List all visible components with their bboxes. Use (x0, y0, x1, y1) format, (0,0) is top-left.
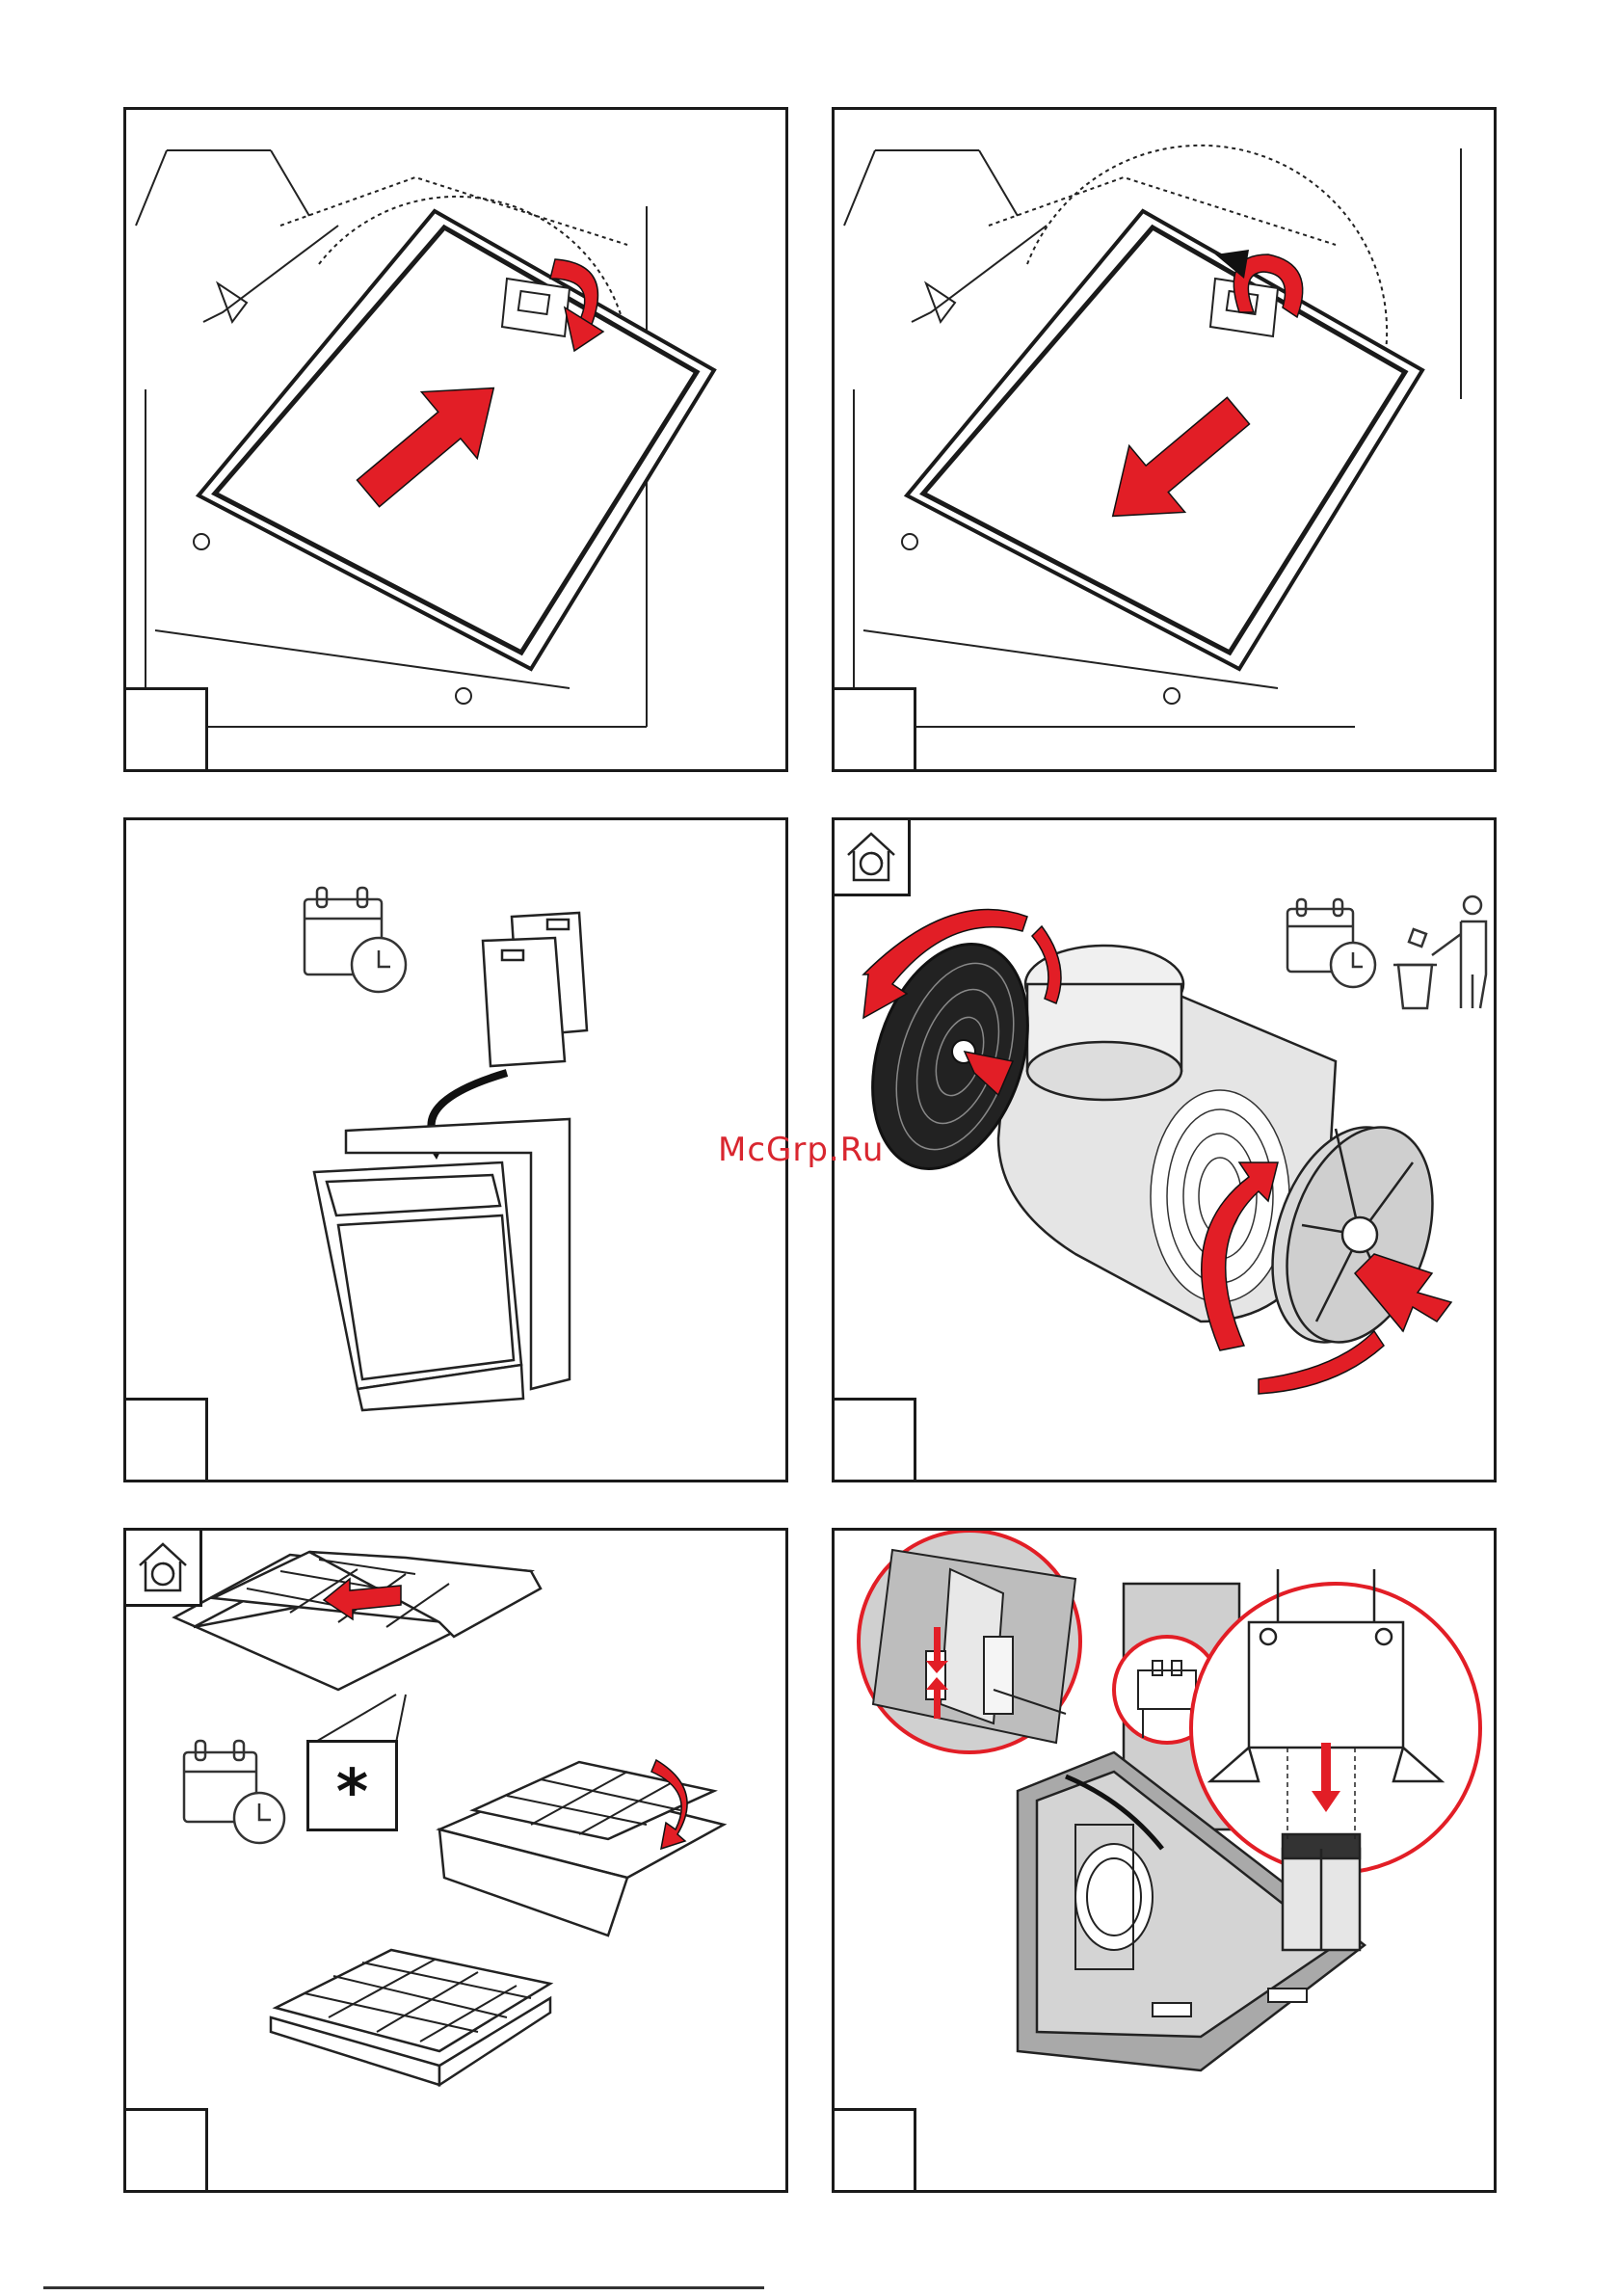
cable-connector-illustration (835, 1531, 1497, 2193)
calendar-clock-icon (184, 1741, 284, 1843)
filter-remove-illustration (835, 110, 1497, 772)
calendar-clock-icon (1287, 899, 1375, 987)
charcoal-filter-illustration (835, 820, 1497, 1482)
step-number-box (832, 1398, 916, 1482)
filter-insert-illustration (126, 110, 788, 772)
trash-disposal-icon (1393, 896, 1486, 1008)
instruction-panel-3 (123, 817, 788, 1482)
instruction-panel-5 (123, 1528, 788, 2193)
recirculation-house-icon-box (123, 1528, 202, 1607)
instruction-panel-2 (832, 107, 1497, 772)
footer-rule (43, 2286, 764, 2289)
watermark-text: McGrp.Ru (718, 1131, 884, 1169)
recirculation-house-icon (835, 820, 908, 894)
recirculation-house-icon-box (832, 817, 911, 896)
instruction-panel-6 (832, 1528, 1497, 2193)
dishwasher-illustration (126, 820, 788, 1482)
step-number-box (832, 687, 916, 772)
grease-filter-illustration (126, 1531, 788, 2193)
step-number-box (123, 687, 208, 772)
instruction-panel-4 (832, 817, 1497, 1482)
calendar-clock-icon (305, 888, 406, 992)
step-number-box (123, 2108, 208, 2193)
step-number-box (123, 1398, 208, 1482)
filter-note-symbol: * (306, 1740, 398, 1831)
step-number-box (832, 2108, 916, 2193)
instruction-panel-1 (123, 107, 788, 772)
recirculation-house-icon (126, 1531, 199, 1604)
